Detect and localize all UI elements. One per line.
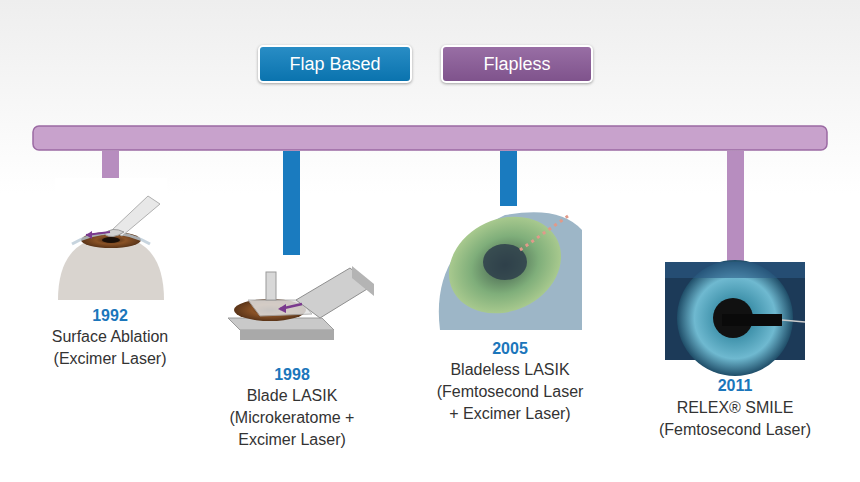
year-label: 1998	[252, 364, 332, 386]
year-label: 2011	[695, 375, 775, 397]
milestone-label: Surface Ablation (Excimer Laser)	[35, 326, 185, 370]
smile-eye-illustration	[665, 260, 805, 376]
femtosecond-flap-illustration	[433, 199, 582, 331]
timeline-tick	[500, 151, 517, 206]
legend-text: Flap Based	[289, 54, 380, 75]
milestone-label: Blade LASIK (Microkeratome + Excimer Las…	[227, 385, 357, 451]
timeline-bar	[33, 126, 827, 150]
legend-text: Flapless	[483, 54, 550, 75]
milestone-label: Bladeless LASIK (Femtosecond Laser + Exc…	[433, 359, 588, 425]
microkeratome-illustration	[213, 255, 375, 355]
timeline-tick	[102, 151, 119, 181]
year-label: 2005	[470, 338, 550, 360]
timeline-tick	[283, 151, 300, 258]
year-label: 1992	[70, 305, 150, 327]
milestone-label: RELEX® SMILE (Femtosecond Laser)	[650, 397, 820, 441]
surface-ablation-illustration	[55, 178, 167, 300]
legend-swatch: Flapless	[441, 45, 593, 83]
timeline-tick	[727, 151, 744, 262]
legend-swatch: Flap Based	[258, 45, 412, 83]
